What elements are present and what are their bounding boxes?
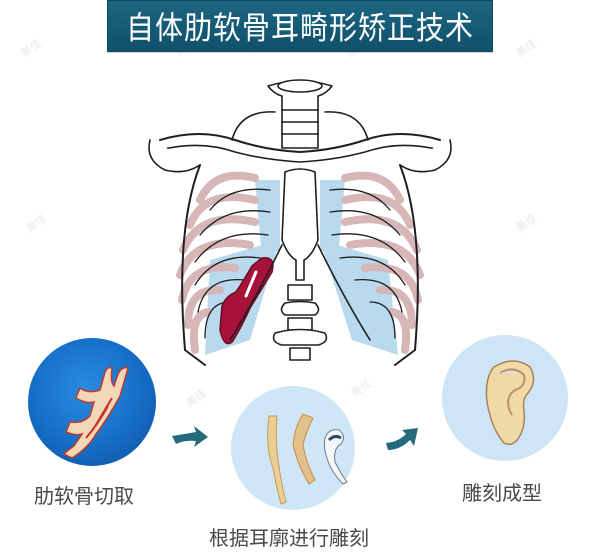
ear-icon (485, 360, 535, 446)
carved-ear-image (442, 335, 568, 461)
page-title: 自体肋软骨耳畸形矫正技术 (125, 9, 474, 47)
cartilage-piece-icon (62, 366, 129, 459)
carving-cartilage-image (231, 386, 355, 510)
step-1-label: 肋软骨切取 (34, 484, 134, 508)
arrow-right-icon (172, 426, 208, 447)
step-2-label: 根据耳廓进行雕刻 (209, 526, 369, 550)
carved-pieces-icon (267, 413, 348, 505)
rib-cartilage-harvest-image (28, 338, 156, 466)
step-3-label: 雕刻成型 (462, 481, 542, 505)
title-banner: 自体肋软骨耳畸形矫正技术 (107, 0, 493, 52)
